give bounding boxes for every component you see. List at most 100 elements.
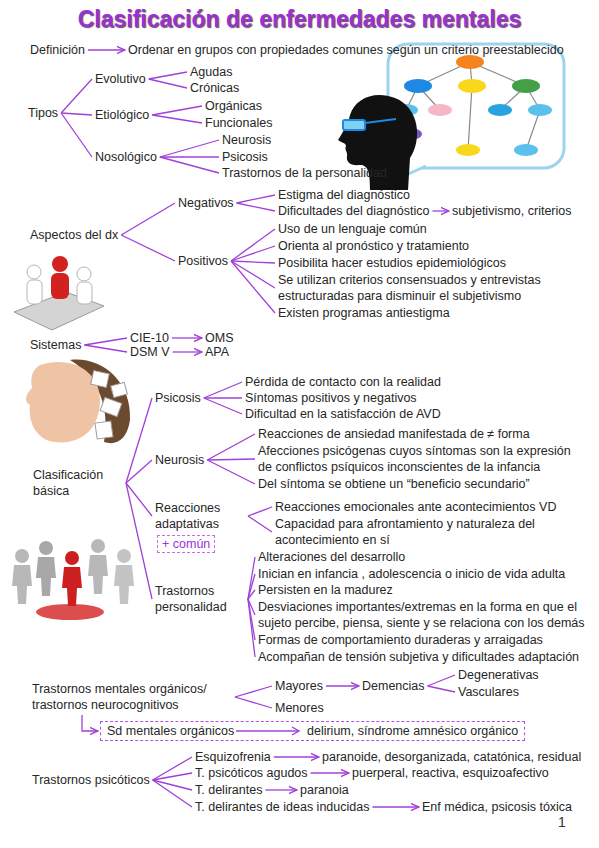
node-text: DSM V	[130, 344, 170, 360]
node-text: Definición	[30, 42, 85, 58]
arrow-head	[292, 727, 299, 735]
node-text: Desviaciones importantes/extremas en la …	[258, 599, 598, 631]
map-item: Negativos	[178, 195, 234, 211]
people-illustration	[14, 256, 104, 330]
node-text: Tipos	[28, 105, 58, 121]
arrow	[88, 49, 125, 50]
map-item: T. delirantes de ideas inducidas	[195, 799, 369, 815]
map-item: Crónicas	[190, 80, 239, 96]
node-text: Trastornos de la personalidad	[222, 165, 387, 181]
map-item: DSM V	[130, 344, 170, 360]
branch-line	[428, 675, 455, 686]
map-item: Acompañan de tensión subjetiva y dificul…	[258, 649, 579, 665]
node-text: APA	[205, 344, 229, 360]
node-text: Capacidad para afrontamiento y naturalez…	[275, 516, 575, 548]
node-text: paranoia	[300, 782, 349, 798]
node-text: OMS	[205, 330, 233, 346]
node-text: Trastornos mentales orgánicos/ trastorno…	[32, 681, 232, 713]
node-text: Agudas	[190, 64, 232, 80]
map-item: Estigma del diagnóstico	[278, 187, 410, 203]
arrow	[326, 685, 359, 686]
branch-line	[248, 557, 255, 599]
figure-head	[117, 549, 131, 563]
branch-line	[204, 398, 242, 414]
branch-line	[248, 590, 255, 599]
figure-body	[51, 273, 69, 299]
map-item: Síntomas positivos y negativos	[245, 390, 417, 406]
node-text: Evolutivo	[95, 71, 146, 87]
node-text: Etiológico	[95, 107, 149, 123]
map-item: Aspectos del dx	[30, 227, 118, 243]
node-text: Inician en infancia , adolescencia o ini…	[258, 566, 565, 582]
map-item: Demencias	[362, 678, 425, 694]
map-item: Trastornos personalidad	[155, 583, 245, 615]
node-text: Reacciones emocionales ante acontecimien…	[275, 499, 556, 515]
branch-line	[428, 686, 455, 692]
figure-body	[36, 557, 56, 596]
chart-node	[428, 104, 452, 116]
node-text: Reacciones de ansiedad manifestada de ≠ …	[258, 426, 530, 442]
figure	[88, 539, 108, 594]
map-item: Funcionales	[205, 115, 272, 131]
node-text: Ordenar en grupos con propiedades comune…	[128, 42, 564, 58]
node-text: subjetivismo, criterios	[452, 203, 571, 219]
glasses	[343, 120, 365, 130]
branch-line	[231, 261, 275, 263]
branch-line	[126, 398, 152, 483]
branch-line	[153, 757, 192, 780]
node-text: Menores	[275, 700, 324, 716]
speech-bubble	[388, 44, 564, 168]
map-item: CIE-10	[130, 330, 169, 346]
figure-head	[15, 549, 29, 563]
map-item: Neurosis	[222, 132, 271, 148]
branch-line	[248, 507, 272, 516]
branch-line	[248, 516, 272, 532]
branch-line	[231, 246, 275, 261]
figures-group	[12, 539, 134, 620]
map-item: Dificultad en la satisfacción de AVD	[245, 406, 441, 422]
map-item: Orienta al pronóstico y tratamiento	[278, 238, 469, 254]
map-item: Agudas	[190, 64, 232, 80]
puzzle-piece	[111, 382, 128, 397]
branch-line	[231, 261, 275, 313]
dashed-box: Sd mentales orgánicosdelirium, síndrome …	[100, 721, 525, 741]
map-item: Se utilizan criterios consensuados y ent…	[278, 272, 578, 304]
map-item: T. psicóticos agudos	[195, 765, 308, 781]
branch-line	[204, 382, 242, 398]
branch-line	[152, 115, 202, 123]
branch-line	[61, 113, 92, 115]
figure	[36, 541, 56, 596]
map-item: Degenerativas	[458, 667, 539, 683]
figure-body	[77, 282, 92, 304]
branch-line	[160, 140, 219, 157]
map-item: Afecciones psicógenas cuyos síntomas son…	[258, 443, 583, 475]
node-text: Uso de un lenguaje común	[278, 221, 427, 237]
map-item: Ordenar en grupos con propiedades comune…	[128, 42, 564, 58]
node-text: Dificultad en la satisfacción de AVD	[245, 406, 441, 422]
arrow	[173, 351, 202, 352]
map-item: Enf médica, psicosis tóxica	[422, 799, 572, 815]
chart-node	[458, 79, 486, 93]
node-text: Funcionales	[205, 115, 272, 131]
node-text: Sistemas	[30, 337, 81, 353]
chart-node	[488, 104, 512, 116]
arrow	[311, 772, 349, 773]
node-text: Psicosis	[222, 149, 268, 165]
inner-arrow	[236, 727, 299, 735]
node-text: Pérdida de contacto con la realidad	[245, 374, 441, 390]
branch-line	[153, 780, 192, 790]
node-text: T. psicóticos agudos	[195, 765, 308, 781]
map-item: paranoia	[300, 782, 349, 798]
node-text: Acompañan de tensión subjetiva y dificul…	[258, 649, 579, 665]
node-text: puerperal, reactiva, esquizoafectivo	[352, 765, 549, 781]
chart-node	[456, 55, 484, 69]
branch-line	[149, 79, 187, 88]
figure-body	[62, 567, 82, 606]
figure-body	[88, 555, 108, 594]
map-item: Trastornos mentales orgánicos/ trastorno…	[32, 681, 232, 713]
figure	[62, 551, 82, 606]
branch-line	[160, 156, 219, 157]
map-item: Uso de un lenguaje común	[278, 221, 427, 237]
branch-line	[207, 434, 255, 460]
